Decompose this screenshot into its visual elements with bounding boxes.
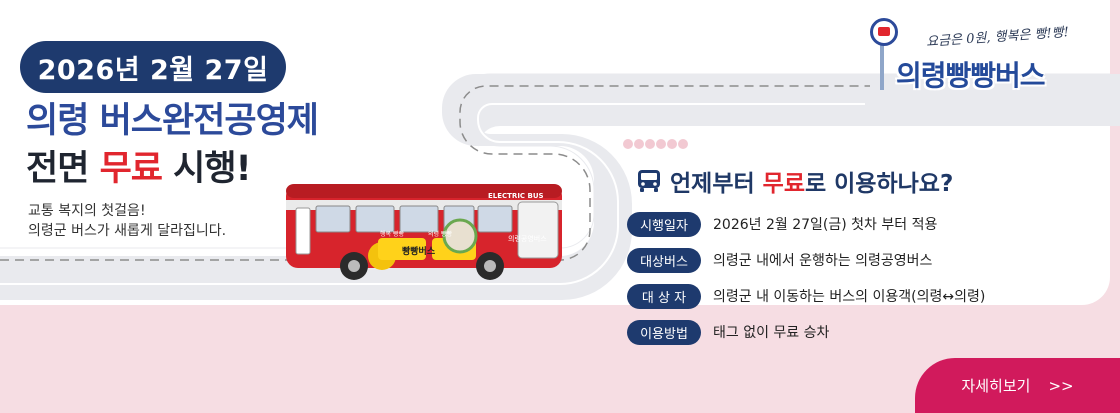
- date-badge: 2026년 2월 27일: [20, 41, 286, 93]
- brand-slogan: 요금은 0원, 행복은 빵!빵!: [925, 25, 1070, 50]
- double-chevron-right-icon: >>: [1048, 376, 1074, 395]
- brand-logo: 요금은 0원, 행복은 빵!빵! 의령빵빵버스: [868, 16, 1104, 100]
- info-list: 시행일자 2026년 2월 27일(금) 첫차 부터 적용 대상버스 의령군 내…: [627, 206, 1097, 350]
- info-title: 언제부터 무료로 이용하나요?: [636, 164, 953, 198]
- description-line2: 의령군 버스가 새롭게 달라집니다.: [28, 223, 227, 239]
- info-label: 시행일자: [627, 211, 701, 237]
- info-label: 대상버스: [627, 247, 701, 273]
- info-row: 이용방법 태그 없이 무료 승차: [627, 314, 1097, 350]
- bus-icon: [638, 170, 660, 192]
- info-value: 2026년 2월 27일(금) 첫차 부터 적용: [713, 217, 938, 233]
- info-row: 시행일자 2026년 2월 27일(금) 첫차 부터 적용: [627, 206, 1097, 242]
- bus-roof-label: ELECTRIC BUS: [488, 192, 544, 200]
- bus-stop-icon: [870, 18, 898, 46]
- info-value: 의령군 내 이동하는 버스의 이용객(의령↔의령): [713, 289, 986, 305]
- view-details-label: 자세히보기: [961, 377, 1031, 395]
- view-details-button[interactable]: 자세히보기 >>: [915, 358, 1120, 413]
- bus-wrap-text-main: 빵빵버스: [402, 245, 436, 257]
- headline-highlight: 무료: [99, 149, 163, 189]
- brand-name: 의령빵빵버스: [896, 59, 1046, 92]
- info-title-highlight: 무료: [762, 171, 805, 197]
- info-value: 의령군 내에서 운행하는 의령공영버스: [713, 253, 933, 269]
- decorative-dots: [623, 139, 688, 149]
- info-row: 대상버스 의령군 내에서 운행하는 의령공영버스: [627, 242, 1097, 278]
- info-label: 이용방법: [627, 319, 701, 345]
- info-label: 대 상 자: [627, 283, 701, 309]
- bus-wrap-text-1: 행복 빵빵: [380, 230, 404, 238]
- bus-side-label: 의령공영버스: [508, 234, 547, 243]
- headline-line2: 전면 무료 시행!: [26, 149, 252, 189]
- bus-illustration: ELECTRIC BUS 의령공영버스 행복 빵빵 의령 빵빵 빵빵버스: [282, 178, 572, 284]
- description: 교통 복지의 첫걸음! 의령군 버스가 새롭게 달라집니다.: [28, 201, 226, 241]
- bus-stop-pole: [880, 30, 884, 90]
- info-row: 대 상 자 의령군 내 이동하는 버스의 이용객(의령↔의령): [627, 278, 1097, 314]
- bus-wrap-text-2: 의령 빵빵: [428, 230, 452, 238]
- info-value: 태그 없이 무료 승차: [713, 325, 830, 341]
- headline-line1: 의령 버스완전공영제: [26, 101, 319, 141]
- description-line1: 교통 복지의 첫걸음!: [28, 203, 146, 219]
- headline: 의령 버스완전공영제 전면 무료 시행!: [26, 97, 319, 193]
